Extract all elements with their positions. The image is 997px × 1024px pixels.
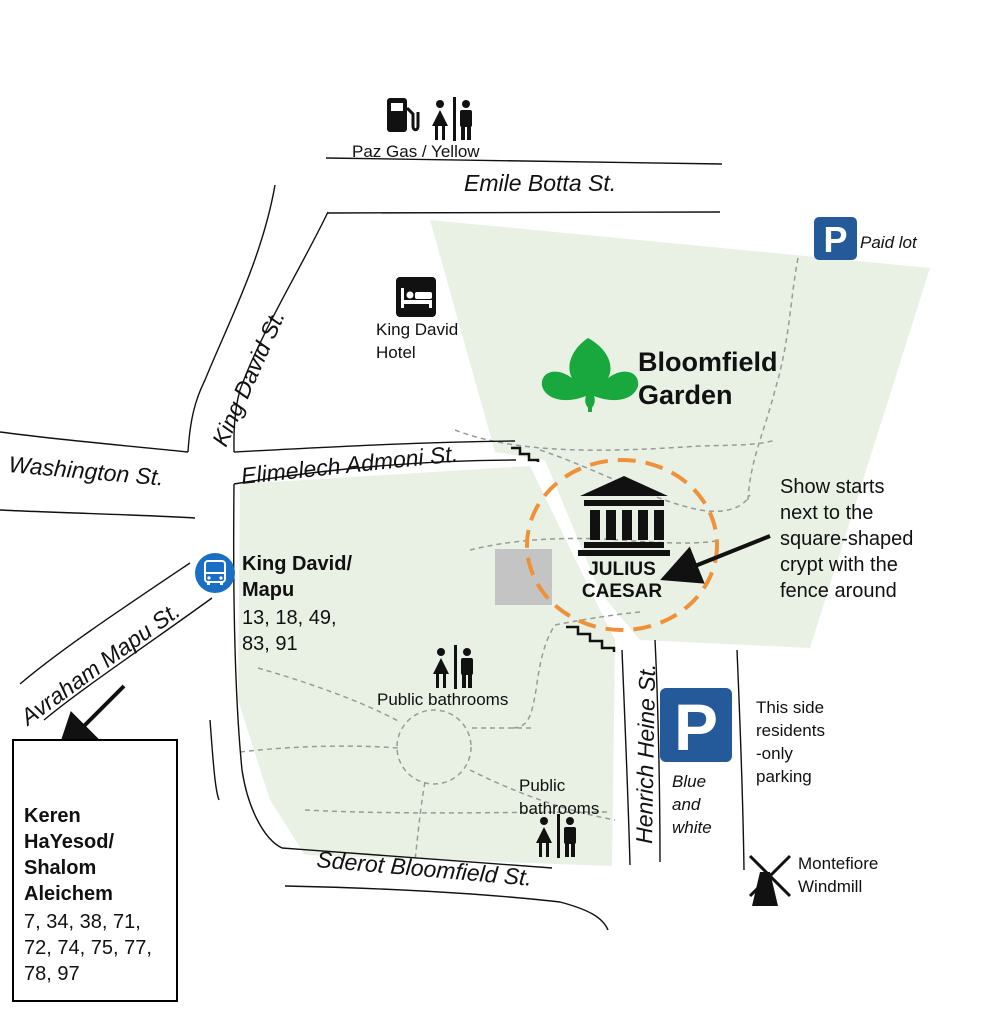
road-king-david-east (233, 211, 329, 453)
leaf-icon (541, 338, 639, 412)
street-label-henrich-heine: Henrich Heine St. (631, 663, 660, 844)
bathrooms-label-2: Public bathrooms (519, 776, 600, 818)
road-admoni-north (233, 440, 516, 453)
street-label-king-david: King David St. (207, 306, 290, 450)
street-label-emile-botta: Emile Botta St. (464, 170, 616, 196)
bus-icon (195, 553, 235, 593)
garden-label: Bloomfield Garden (638, 347, 778, 410)
restroom-icon (432, 97, 472, 141)
road-mapu-east (43, 597, 213, 721)
performance-area-circle (525, 458, 719, 632)
windmill-icon (748, 854, 792, 906)
hotel-bed-icon (396, 277, 436, 317)
temple-icon (578, 476, 670, 556)
road-king-david-west (187, 184, 276, 453)
svg-text:P: P (674, 690, 718, 764)
crypt-square (495, 549, 552, 605)
bus-stop-box-keren-hayesod (12, 739, 178, 1002)
restroom-icon (536, 814, 576, 858)
bloomfield-garden-area (430, 220, 930, 648)
hotel-label: King David Hotel (376, 320, 459, 362)
bus-stop-lines-keren-hayesod: 7, 34, 38, 71, 72, 74, 75, 77, 78, 97 (24, 911, 152, 985)
bus-stop-lines-king-david-mapu: 13, 18, 49, 83, 91 (242, 607, 337, 655)
parking-icon: P (660, 688, 732, 764)
bus-arrow (56, 684, 126, 754)
gas-pump-icon (387, 98, 420, 132)
roads (0, 157, 745, 931)
road-west-edge (209, 719, 220, 801)
blue-white-label: Blue and white (672, 772, 712, 837)
bathrooms-label-1: Public bathrooms (377, 690, 509, 709)
road-mapu-west (19, 562, 191, 685)
paid-lot-label: Paid lot (860, 233, 917, 252)
walking-paths (239, 257, 799, 861)
road-residents (736, 649, 745, 871)
bus-stop-name-king-david-mapu: King David/ Mapu (242, 553, 353, 601)
residents-parking-label: This side residents -only parking (756, 698, 825, 786)
road-park-west (232, 483, 283, 849)
road-emile-botta-north (325, 157, 723, 165)
stairs-icon (566, 625, 616, 652)
svg-text:P: P (823, 219, 847, 260)
street-label-washington: Washington St. (8, 451, 165, 490)
road-heine-east (654, 639, 661, 863)
road-bloomfield-south (284, 885, 609, 931)
road-bloomfield-north (281, 847, 553, 869)
road-washington-north (0, 431, 189, 453)
stairs-icon (511, 446, 540, 462)
road-admoni-south (233, 459, 517, 485)
road-washington-south (0, 509, 196, 519)
parking-icon: P (814, 217, 857, 260)
gas-station-label: Paz Gas / Yellow (352, 142, 480, 161)
road-emile-botta-south (327, 211, 721, 214)
show-start-callout: Show starts next to the square-shaped cr… (780, 476, 914, 602)
restroom-icon (433, 645, 473, 689)
callout-arrow (660, 534, 771, 584)
bus-stop-name-keren-hayesod: Keren HaYesod/ Shalom Aleichem (24, 805, 115, 905)
road-heine-west (621, 649, 631, 866)
theatre-label: JULIUS CAESAR (581, 559, 663, 602)
windmill-label: Montefiore Windmill (798, 854, 879, 896)
